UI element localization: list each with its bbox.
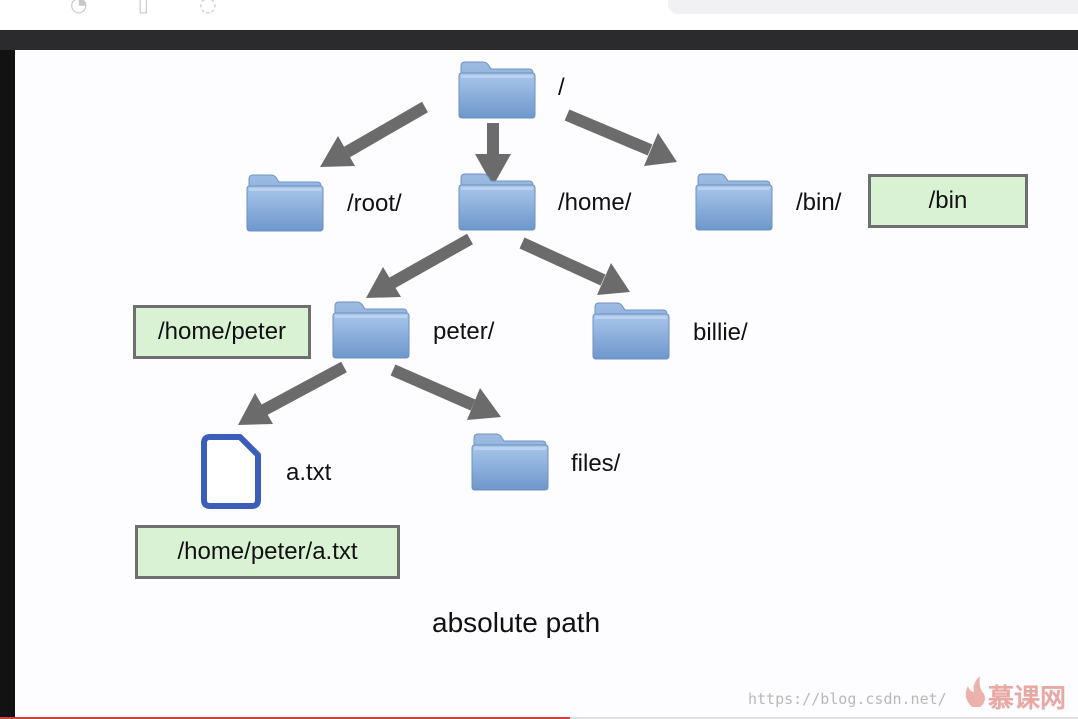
folder-label-root: / [558, 74, 565, 101]
folder-label-bin: /bin/ [796, 189, 842, 216]
folder-label-peter: peter/ [433, 318, 495, 345]
address-bar-partial[interactable] [668, 0, 1078, 14]
path-box-bin: /bin [868, 174, 1028, 228]
edge-peter-to-files [390, 364, 501, 420]
folder-icon-bin [695, 173, 773, 231]
folder-icon-billie [592, 302, 670, 360]
diagram-caption: absolute path [432, 607, 601, 638]
file-label-atxt: a.txt [286, 459, 332, 486]
edge-root-to-rootdir [320, 101, 428, 167]
edge-peter-to-atxt [238, 361, 347, 425]
folder-icon-peter [332, 301, 410, 359]
folder-label-root-home: /root/ [347, 190, 402, 217]
file-icon-atxt [201, 434, 261, 509]
folder-icon-home [458, 173, 536, 231]
flame-icon [965, 676, 985, 707]
progress-line [0, 717, 1078, 719]
progress-line-played [0, 717, 570, 719]
folder-label-home: /home/ [558, 189, 632, 216]
folder-icon-root [458, 61, 536, 119]
edge-root-to-bin [564, 109, 677, 166]
folder-icon-files [471, 433, 549, 491]
player-top-bar [0, 30, 1078, 50]
toolbar-icons-partial: ◔ ▯ ◌ [70, 0, 239, 16]
edge-root-to-home [475, 123, 511, 186]
path-box-atxt: /home/peter/a.txt [135, 525, 400, 579]
folder-label-billie: billie/ [693, 319, 748, 346]
watermark-logo-text: 慕课网 [988, 684, 1067, 714]
folder-icon-root-home [246, 174, 324, 232]
watermark-url: https://blog.csdn.net/ [748, 690, 947, 708]
folder-label-files: files/ [571, 450, 621, 477]
edge-home-to-billie [519, 237, 630, 295]
window-top-strip: ◔ ▯ ◌ [0, 0, 1078, 30]
player-left-edge [0, 50, 15, 719]
edge-home-to-peter [366, 233, 473, 298]
slide-canvas [15, 50, 1078, 717]
path-box-peter: /home/peter [133, 305, 311, 359]
